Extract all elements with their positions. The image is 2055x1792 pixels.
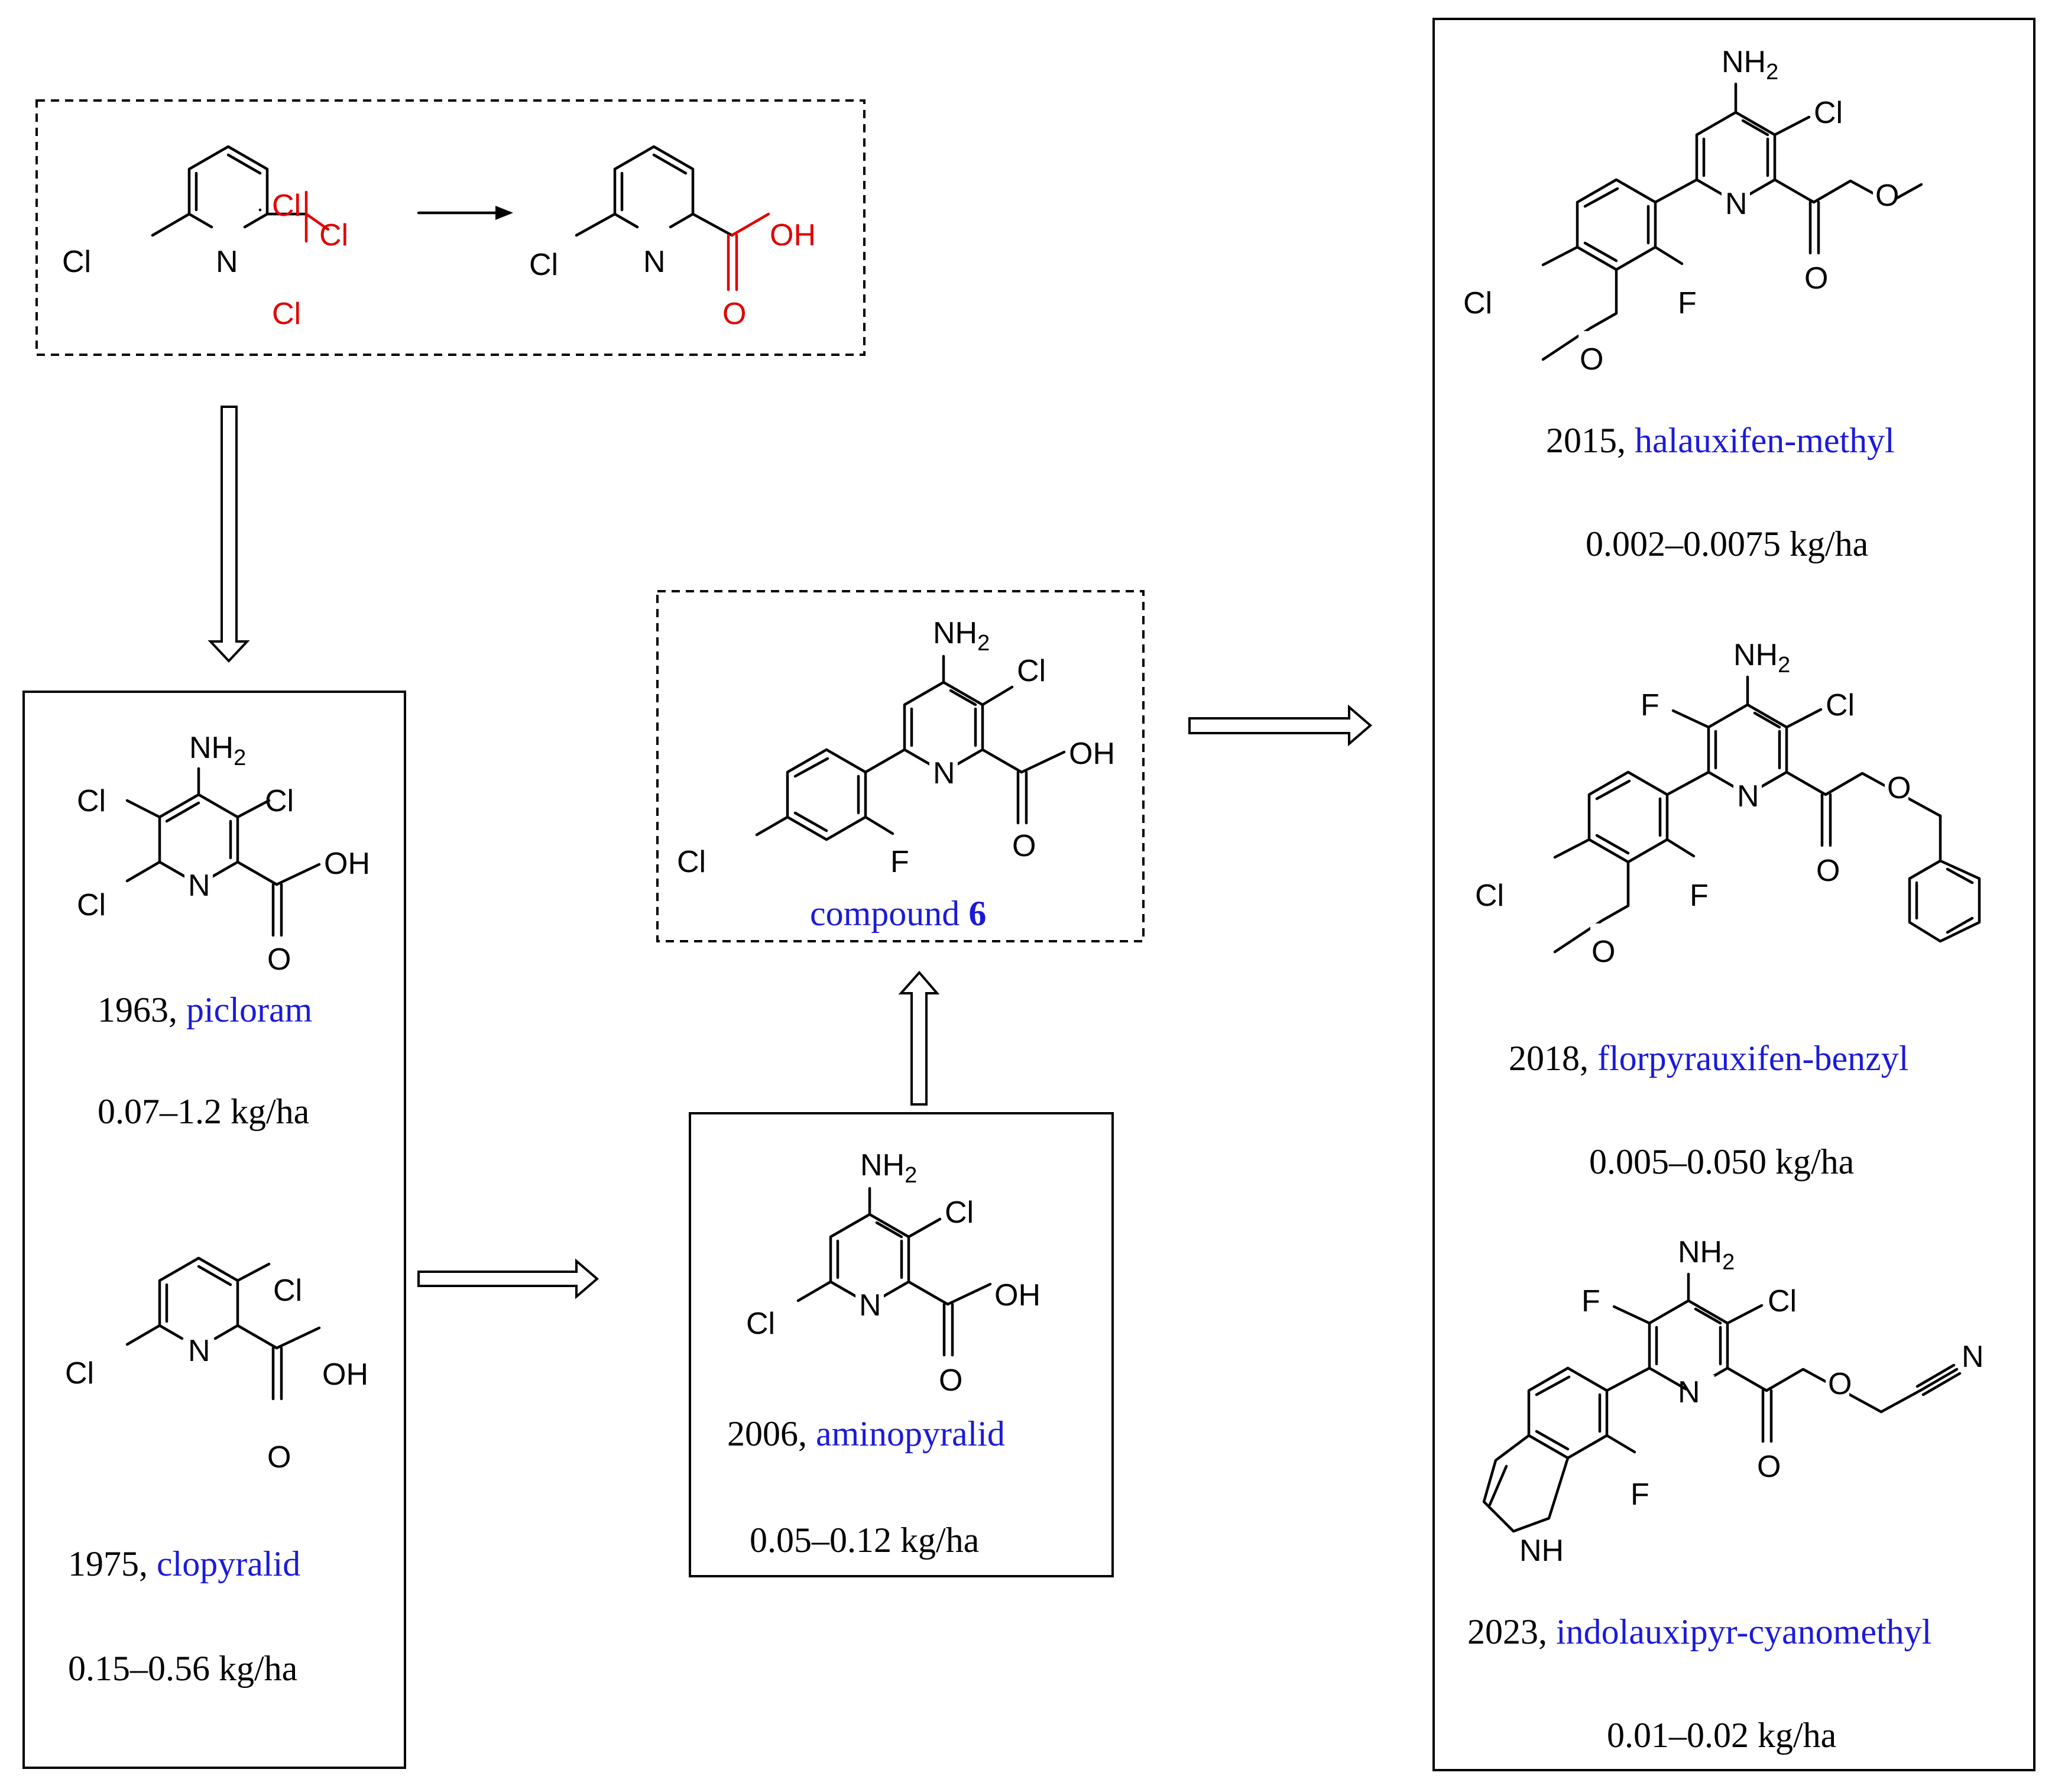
atom-cl: Cl <box>1017 654 1046 688</box>
molecule-halauxifen-methyl: N NH2 Cl O O Cl F O <box>1463 45 1923 377</box>
atom-o: O <box>1804 261 1828 296</box>
picloram-rate: 0.07–1.2 kg/ha <box>98 1092 309 1131</box>
aminopyralid-caption: 2006, aminopyralid <box>727 1414 1005 1453</box>
atom-cl: Cl <box>77 888 106 922</box>
atom-cl: Cl <box>1826 688 1855 722</box>
atom-cl: Cl <box>1768 1284 1797 1318</box>
atom-n: N <box>188 869 210 903</box>
atom-cl-red: Cl <box>272 297 301 331</box>
molecule-indolauxipyr-cyanomethyl: N NH2 Cl F O O N F NH <box>1482 1235 1984 1568</box>
atom-cl: Cl <box>273 1273 302 1308</box>
atom-oh: OH <box>1069 737 1115 771</box>
atom-n: N <box>1737 779 1759 814</box>
precursor-frame <box>35 99 866 356</box>
atom-n: N <box>188 1334 210 1368</box>
molecule-clopyralid: N Cl Cl OH O <box>65 1256 368 1475</box>
indolauxipyr-rate: 0.01–0.02 kg/ha <box>1607 1716 1836 1755</box>
atom-nh2: NH2 <box>1733 638 1790 678</box>
halauxifen-caption: 2015, halauxifen-methyl <box>1546 421 1895 460</box>
clopyralid-caption: 1975, clopyralid <box>68 1544 300 1583</box>
atom-f: F <box>1690 879 1709 913</box>
atom-n: N <box>933 756 955 790</box>
atom-n: N <box>859 1288 881 1323</box>
atom-cl: Cl <box>65 1356 94 1391</box>
atom-o: O <box>267 942 291 977</box>
atom-n: N <box>1678 1375 1700 1409</box>
atom-cl: Cl <box>1814 96 1843 130</box>
clopyralid-rate: 0.15–0.56 kg/ha <box>68 1649 297 1688</box>
atom-oh: OH <box>994 1278 1041 1313</box>
florpyrauxifen-caption: 2018, florpyrauxifen-benzyl <box>1509 1039 1908 1078</box>
atom-n: N <box>1725 187 1748 221</box>
aminopyralid-rate: 0.05–0.12 kg/ha <box>750 1521 979 1560</box>
atom-o: O <box>939 1363 962 1398</box>
atom-cl: Cl <box>945 1195 974 1230</box>
arylpicolinate-frame <box>1432 18 2035 1771</box>
atom-nh2: NH2 <box>860 1148 917 1188</box>
atom-f: F <box>1678 286 1697 320</box>
atom-cl: Cl <box>746 1307 775 1341</box>
atom-cl-red: Cl <box>272 189 301 223</box>
atom-nh2: NH2 <box>1678 1235 1735 1275</box>
atom-o: O <box>1592 935 1615 969</box>
atom-nh2: NH2 <box>933 616 990 656</box>
picloram-clopyralid-frame <box>22 691 406 1769</box>
molecule-2-chloro-6-trichloromethylpyridine: Cl N Cl Cl Cl <box>62 145 348 331</box>
reaction-arrow <box>417 206 513 220</box>
compound6-caption: compound 6 <box>810 894 986 933</box>
atom-oh: OH <box>324 847 370 881</box>
molecule-compound-6: N NH2 Cl OH O Cl F <box>677 616 1115 879</box>
atom-n: N <box>216 245 238 279</box>
atom-o: O <box>1012 829 1036 863</box>
compound6-frame <box>656 590 1145 942</box>
atom-nh2: NH2 <box>189 731 246 770</box>
atom-o: O <box>1816 854 1840 888</box>
atom-f: F <box>890 845 909 879</box>
atom-o: O <box>1757 1450 1781 1484</box>
atom-cl: Cl <box>529 248 558 282</box>
atom-cl: Cl <box>77 784 106 818</box>
atom-oh: OH <box>322 1357 368 1392</box>
atom-o: O <box>1580 342 1603 377</box>
atom-cl-red: Cl <box>319 218 348 252</box>
molecule-aminopyralid: N NH2 Cl Cl OH O <box>746 1148 1041 1398</box>
atom-o: O <box>1887 771 1911 805</box>
atom-n: N <box>1962 1340 1984 1374</box>
atom-cl: Cl <box>265 784 294 818</box>
atom-cl: Cl <box>1475 879 1504 913</box>
atom-o: O <box>1875 179 1899 213</box>
arrow-right-lower <box>417 1258 599 1300</box>
molecule-florpyrauxifen-benzyl: N NH2 Cl F O O Cl F O <box>1475 638 1981 969</box>
atom-o-red: O <box>722 297 746 331</box>
florpyrauxifen-rate: 0.005–0.050 kg/ha <box>1589 1142 1854 1181</box>
arrow-up <box>898 970 940 1106</box>
atom-f: F <box>1641 688 1659 722</box>
halauxifen-rate: 0.002–0.0075 kg/ha <box>1586 524 1868 563</box>
atom-cl: Cl <box>1463 286 1492 320</box>
indolauxipyr-caption: 2023, indolauxipyr-cyanomethyl <box>1467 1612 1931 1651</box>
arrow-down <box>208 406 250 663</box>
atom-nh2: NH2 <box>1722 45 1778 85</box>
atom-f: F <box>1581 1284 1600 1318</box>
molecule-6-chloropicolinic-acid: Cl N OH O <box>529 145 816 331</box>
atom-nh: NH <box>1519 1534 1564 1568</box>
picloram-caption: 1963, picloram <box>98 990 312 1029</box>
arrow-right-upper <box>1188 704 1373 747</box>
molecule-picloram: N NH2 Cl Cl Cl OH O <box>77 731 370 977</box>
atom-cl: Cl <box>677 845 706 879</box>
atom-o: O <box>267 1440 291 1475</box>
atom-oh-red: OH <box>770 218 816 252</box>
atom-n: N <box>643 245 666 279</box>
atom-o: O <box>1828 1367 1852 1401</box>
aminopyralid-frame <box>689 1112 1114 1577</box>
atom-f: F <box>1631 1477 1649 1512</box>
atom-cl: Cl <box>62 245 91 279</box>
